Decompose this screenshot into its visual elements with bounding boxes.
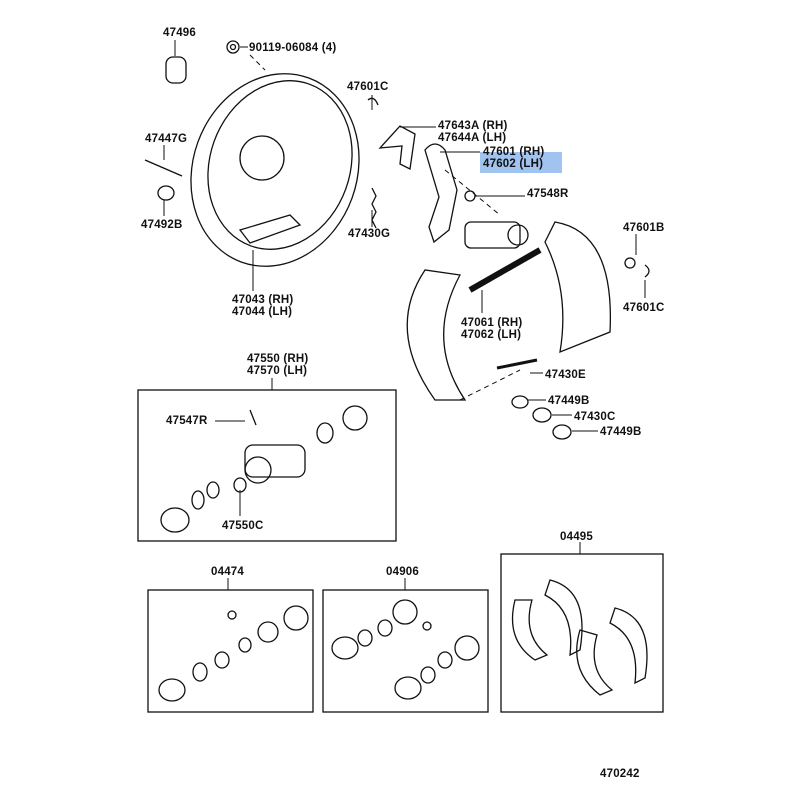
part-label[interactable]: 47061 (RH) — [461, 317, 523, 329]
part-label[interactable]: 47496 — [163, 27, 196, 39]
part-label[interactable]: 47601C — [347, 81, 389, 93]
part-label[interactable]: 90119-06084 (4) — [249, 42, 337, 54]
hold-down-pin[interactable] — [144, 159, 183, 177]
cup-icon[interactable] — [552, 424, 572, 440]
part-label[interactable]: 47601B — [623, 222, 665, 234]
part-label[interactable]: 47447G — [145, 133, 188, 145]
kit-04906-parts[interactable] — [331, 599, 480, 700]
kit-04474-parts[interactable] — [158, 605, 309, 702]
kit-04906-box — [322, 589, 489, 713]
adjuster-icon[interactable] — [468, 247, 542, 293]
part-label[interactable]: 47550C — [222, 520, 264, 532]
plug-icon[interactable] — [165, 56, 187, 84]
part-label[interactable]: 47547R — [166, 415, 208, 427]
part-label[interactable]: 47570 (LH) — [247, 365, 308, 377]
part-label[interactable]: 47043 (RH) — [232, 294, 294, 306]
kit-04474-box — [147, 589, 314, 713]
part-label[interactable]: 47601 (RH) — [483, 146, 545, 158]
wheel-cylinder[interactable] — [464, 221, 529, 249]
part-label[interactable]: 04474 — [211, 566, 244, 578]
wheel-cylinder-parts[interactable] — [160, 405, 368, 533]
cup-icon[interactable] — [157, 185, 175, 201]
part-label[interactable]: 47643A (RH) — [438, 120, 508, 132]
part-label[interactable]: 47430G — [348, 228, 391, 240]
kit-04495-box — [500, 553, 664, 713]
part-label[interactable]: 47601C — [623, 302, 665, 314]
part-label[interactable]: 47430E — [545, 369, 586, 381]
cup-icon[interactable] — [511, 395, 529, 409]
spring-icon[interactable] — [371, 187, 377, 229]
washer-icon[interactable] — [624, 257, 636, 269]
part-label[interactable]: 04906 — [386, 566, 419, 578]
bolt-icon[interactable] — [226, 40, 240, 54]
selected-part-highlight — [480, 152, 562, 173]
clip-icon[interactable] — [367, 97, 379, 106]
brake-shoe-front[interactable] — [406, 269, 467, 401]
spring-icon[interactable] — [532, 407, 552, 423]
part-label[interactable]: 47449B — [548, 395, 590, 407]
part-label[interactable]: 04495 — [560, 531, 593, 543]
diagram-code: 470242 — [600, 768, 640, 780]
clip-icon[interactable] — [644, 264, 650, 278]
spring-icon[interactable] — [496, 358, 538, 370]
brake-shoe-rear[interactable] — [544, 221, 612, 354]
part-label[interactable]: 47550 (RH) — [247, 353, 309, 365]
lever-icon[interactable] — [378, 125, 416, 170]
washer-icon[interactable] — [464, 190, 476, 202]
part-label[interactable]: 47044 (LH) — [232, 306, 293, 318]
wheel-cylinder-kit-box — [137, 389, 397, 542]
part-label[interactable]: 47449B — [600, 426, 642, 438]
part-label[interactable]: 47492B — [141, 219, 183, 231]
part-label-selected[interactable]: 47602 (LH) — [483, 158, 544, 170]
parking-lever-icon[interactable] — [424, 143, 458, 244]
part-label[interactable]: 47062 (LH) — [461, 329, 522, 341]
part-label[interactable]: 47548R — [527, 188, 569, 200]
part-label[interactable]: 47430C — [574, 411, 616, 423]
part-label[interactable]: 47644A (LH) — [438, 132, 507, 144]
kit-04495-parts[interactable] — [511, 579, 648, 696]
backing-plate[interactable] — [164, 50, 385, 290]
